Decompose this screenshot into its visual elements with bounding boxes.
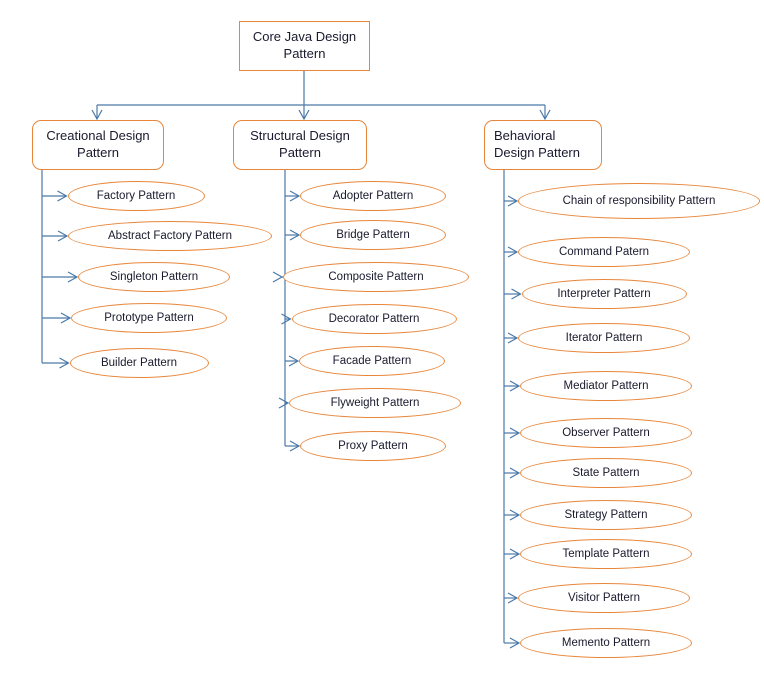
pattern-node-behavioral-4[interactable]: Mediator Pattern xyxy=(520,371,692,401)
pattern-node-behavioral-8[interactable]: Template Pattern xyxy=(520,539,692,569)
category-box-behavioral[interactable]: Behavioral Design Pattern xyxy=(484,120,602,170)
pattern-node-creational-1[interactable]: Abstract Factory Pattern xyxy=(68,221,272,251)
pattern-node-creational-3[interactable]: Prototype Pattern xyxy=(71,303,227,333)
pattern-node-behavioral-5[interactable]: Observer Pattern xyxy=(520,418,692,448)
category-box-structural[interactable]: Structural Design Pattern xyxy=(233,120,367,170)
pattern-node-structural-0[interactable]: Adopter Pattern xyxy=(300,181,446,211)
pattern-node-creational-2[interactable]: Singleton Pattern xyxy=(78,262,230,292)
pattern-node-structural-5[interactable]: Flyweight Pattern xyxy=(289,388,461,418)
category-box-creational[interactable]: Creational Design Pattern xyxy=(32,120,164,170)
pattern-node-behavioral-6[interactable]: State Pattern xyxy=(520,458,692,488)
pattern-node-behavioral-0[interactable]: Chain of responsibility Pattern xyxy=(518,183,760,219)
pattern-node-behavioral-7[interactable]: Strategy Pattern xyxy=(520,500,692,530)
pattern-node-structural-1[interactable]: Bridge Pattern xyxy=(300,220,446,250)
pattern-node-behavioral-3[interactable]: Iterator Pattern xyxy=(518,323,690,353)
pattern-node-behavioral-10[interactable]: Memento Pattern xyxy=(520,628,692,658)
pattern-node-creational-4[interactable]: Builder Pattern xyxy=(69,348,209,378)
root-node-core-java-design-pattern[interactable]: Core Java Design Pattern xyxy=(239,21,370,71)
pattern-node-creational-0[interactable]: Factory Pattern xyxy=(67,181,205,211)
pattern-node-behavioral-2[interactable]: Interpreter Pattern xyxy=(521,279,687,309)
pattern-node-structural-2[interactable]: Composite Pattern xyxy=(283,262,469,292)
pattern-node-structural-3[interactable]: Decorator Pattern xyxy=(291,304,457,334)
pattern-node-behavioral-9[interactable]: Visitor Pattern xyxy=(518,583,690,613)
pattern-node-behavioral-1[interactable]: Command Patern xyxy=(518,237,690,267)
pattern-node-structural-4[interactable]: Facade Pattern xyxy=(299,346,445,376)
pattern-node-structural-6[interactable]: Proxy Pattern xyxy=(300,431,446,461)
